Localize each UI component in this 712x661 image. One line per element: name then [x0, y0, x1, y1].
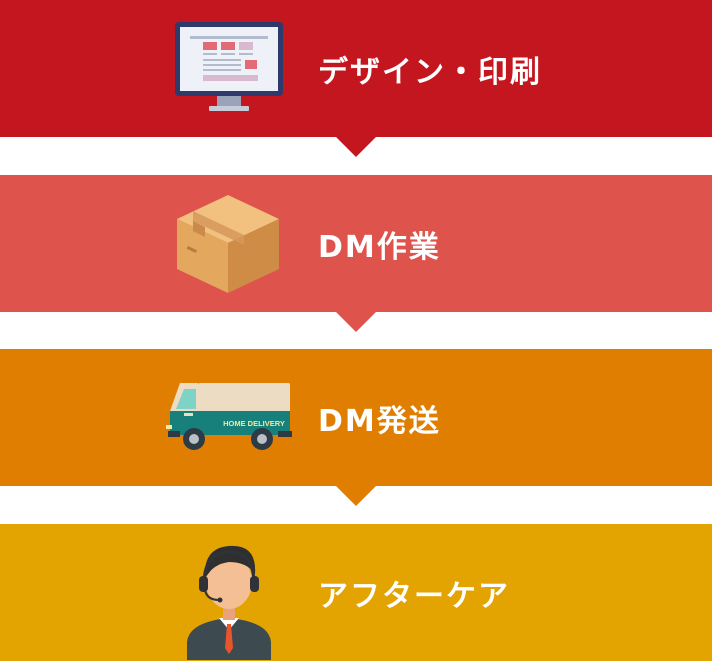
step-label: デザイン・印刷: [318, 54, 542, 90]
truck-text: HOME DELIVERY: [223, 419, 285, 428]
step-label: アフターケア: [318, 578, 510, 614]
delivery-truck-icon: HOME DELIVERY: [166, 383, 292, 450]
flow-arrow-down: [336, 312, 376, 332]
step-label: DM作業: [318, 229, 441, 265]
step-dm-work: DM作業: [0, 175, 712, 332]
step-dm-shipping: HOME DELIVERY DM発送: [0, 349, 712, 506]
flow-arrow-down: [336, 486, 376, 506]
step-design-print: デザイン・印刷: [0, 0, 712, 157]
flow-arrow-down: [336, 137, 376, 157]
cardboard-box-icon: [177, 195, 279, 293]
step-label: DM発送: [318, 403, 441, 439]
monitor-icon: [175, 22, 283, 111]
support-operator-icon: [187, 545, 271, 660]
step-after-care: アフターケア: [0, 524, 712, 661]
